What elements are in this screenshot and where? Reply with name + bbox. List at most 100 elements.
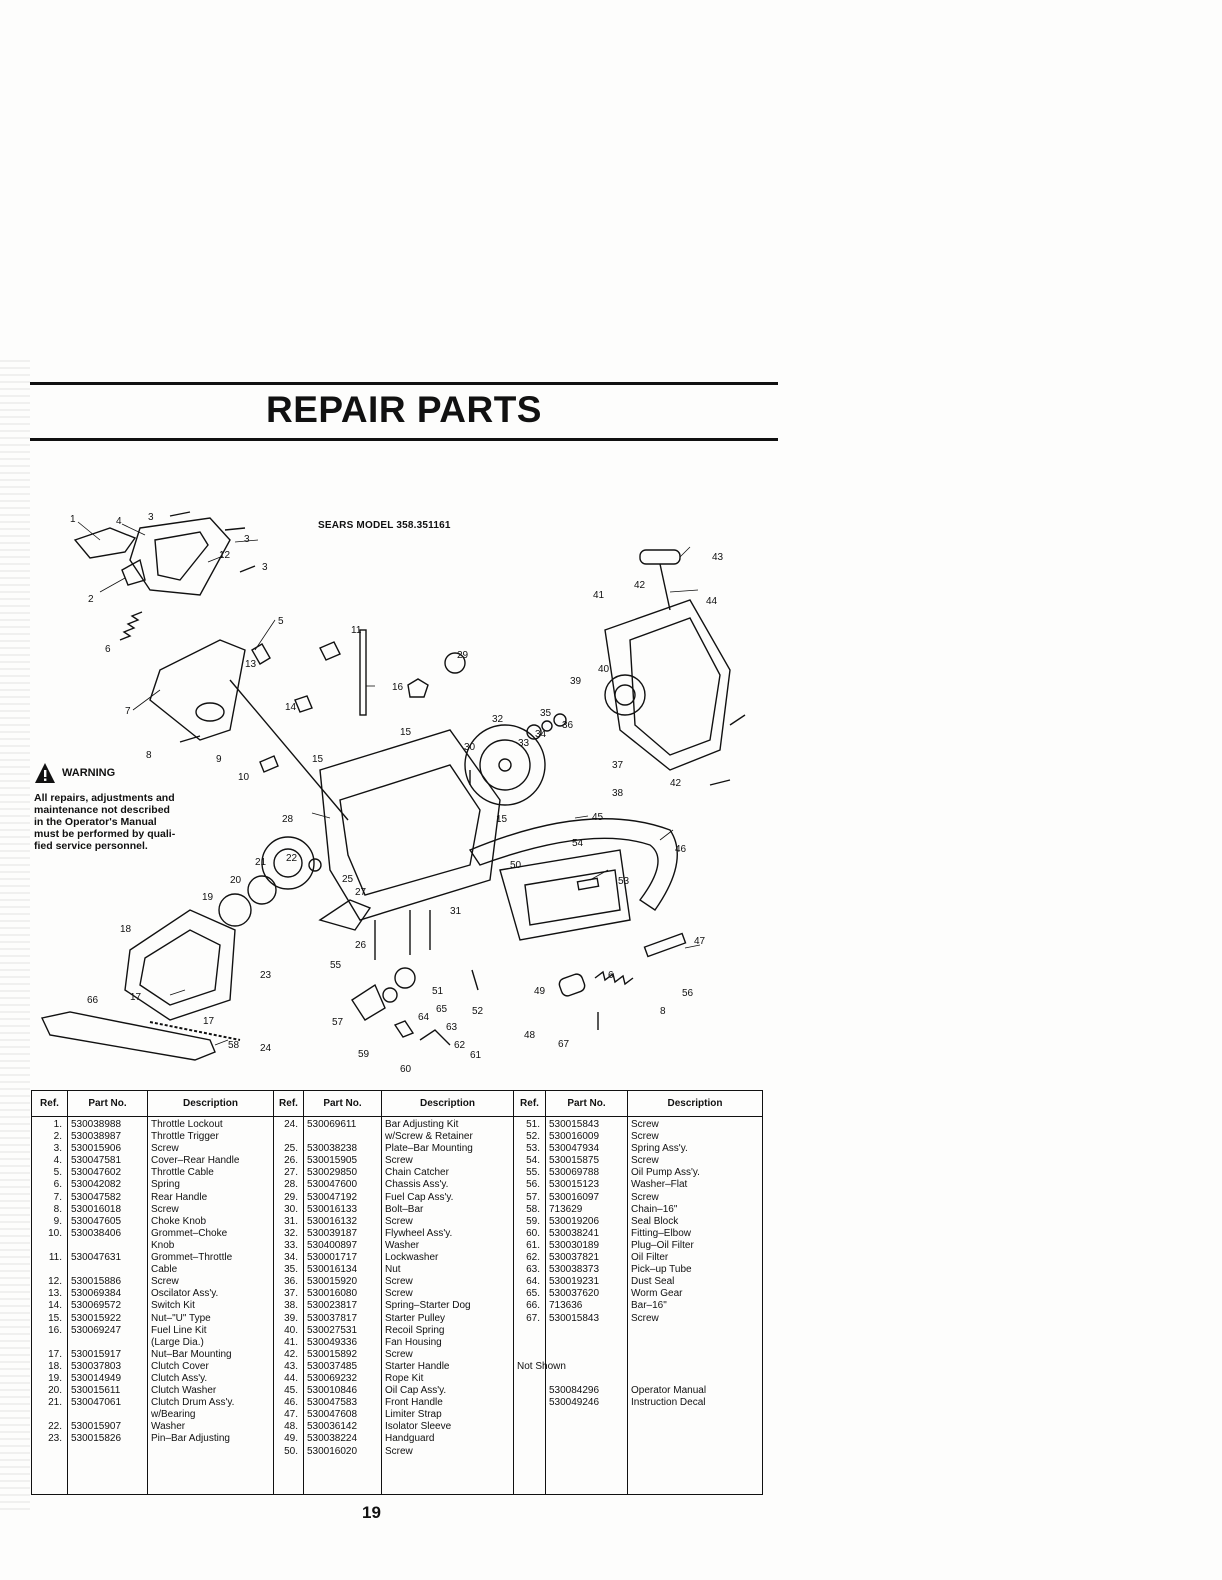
table-cell-line: Oil Pump Ass'y. (631, 1167, 700, 1179)
callout-14: 14 (285, 702, 297, 713)
table-cell-line: Screw (385, 1276, 413, 1288)
table-cell-line: 530015917 (71, 1348, 122, 1360)
table-cell-line: 530016080 (307, 1288, 358, 1300)
table-cell-line: 60. (526, 1227, 540, 1239)
table-cell-line: 12. (48, 1276, 62, 1288)
callout-41: 41 (593, 590, 605, 601)
table-cell-line: 530047192 (307, 1191, 358, 1203)
table-cell-line: 530038406 (71, 1227, 122, 1239)
table-cell-line (35, 1337, 64, 1349)
table-cell-line: 530038224 (307, 1433, 358, 1445)
callout-8: 8 (146, 750, 152, 761)
table-cell-line: 19. (48, 1372, 62, 1384)
table-cell-line: Screw (631, 1119, 659, 1130)
table-cell-line: Bar–16" (631, 1300, 667, 1312)
table-cell-line: 44. (284, 1372, 298, 1384)
not-shown-desc: Operator Manual (631, 1385, 707, 1397)
table-cell-line: 530049336 (307, 1336, 358, 1348)
table-cell-line: Starter Handle (385, 1360, 450, 1372)
header-description: Description (381, 1090, 514, 1117)
choke-knob (259, 755, 279, 773)
table-cell-line (35, 1409, 64, 1421)
table-cell-line: 67. (526, 1312, 540, 1324)
table-cell-line: 15. (48, 1312, 62, 1324)
callout-19: 19 (202, 892, 214, 903)
clutch-cover (124, 909, 236, 1021)
table-cell-line: 20. (48, 1385, 62, 1397)
table-cell-line: 23. (48, 1433, 62, 1445)
callout-13: 13 (245, 659, 257, 670)
table-cell-line: 28. (284, 1179, 298, 1191)
table-cell-line: 530047934 (549, 1143, 600, 1155)
callout-30: 30 (464, 742, 476, 753)
page-number: 19 (362, 1503, 381, 1522)
callout-23: 23 (260, 970, 272, 981)
table-cell-line: 530019231 (549, 1276, 600, 1288)
table-cell-line: Chain–16" (631, 1203, 678, 1215)
table-cell-line: 3. (53, 1143, 62, 1155)
table-cell-line: 57. (526, 1191, 540, 1203)
table-cell-line: 30. (284, 1203, 298, 1215)
table-cell-line: Washer (385, 1239, 420, 1251)
table-cell-line: 530015886 (71, 1276, 122, 1288)
table-cell-line: Clutch Drum Ass'y. (151, 1397, 235, 1409)
plate-bar-mounting (318, 899, 372, 931)
table-cell-line: Spring Ass'y. (631, 1143, 688, 1155)
table-cell-line: Screw (385, 1288, 413, 1300)
table-cell-line: 530015892 (307, 1348, 358, 1360)
table-cell-line: 713636 (549, 1300, 583, 1312)
table-cell-line: 31. (284, 1215, 298, 1227)
table-cell-line: Screw (385, 1155, 413, 1167)
washer-33 (526, 724, 542, 740)
callout-40: 40 (598, 664, 610, 675)
table-cell-line: 17. (48, 1348, 62, 1360)
table-cell-line: Screw (631, 1312, 659, 1324)
table-cell-line: Worm Gear (631, 1288, 683, 1300)
table-cell-line: 16. (48, 1324, 62, 1336)
table-cell-line: Plug–Oil Filter (631, 1239, 694, 1251)
table-cell-line: Chain Catcher (385, 1167, 449, 1179)
table-cell-line: 530016020 (307, 1445, 358, 1457)
callout-59: 59 (358, 1049, 370, 1060)
header-ref: Ref. (513, 1090, 546, 1117)
table-cell-line: 530019206 (549, 1215, 600, 1227)
limiter-strap (643, 932, 687, 958)
table-cell-line: Screw (631, 1131, 659, 1143)
table-cell-line: Screw (385, 1348, 413, 1360)
callout-16: 16 (392, 682, 404, 693)
callout-28: 28 (282, 814, 294, 825)
table-cell-line: Screw (151, 1143, 179, 1155)
callout-3a: 3 (148, 512, 154, 523)
table-cell-line: Pick–up Tube (631, 1264, 692, 1276)
clutch-washer (247, 875, 277, 905)
table-cell-line: 29. (284, 1191, 298, 1203)
table-cell-line: 530030189 (549, 1239, 600, 1251)
table-cell-line (71, 1337, 144, 1349)
oscilator-13 (251, 643, 271, 665)
callout-36: 36 (562, 720, 574, 731)
callout-18: 18 (120, 924, 132, 935)
table-cell-line: Bolt–Bar (385, 1203, 424, 1215)
table-cell-line: 11. (48, 1252, 62, 1264)
throttle-trigger (121, 558, 146, 586)
callout-20: 20 (230, 875, 242, 886)
table-cell-line: 530016009 (549, 1131, 600, 1143)
table-cell-line: Handguard (385, 1433, 435, 1445)
fan-housing (604, 599, 731, 771)
warning-line: in the Operator's Manual (34, 816, 157, 828)
callout-53: 53 (618, 876, 630, 887)
table-cell-line: 46. (284, 1397, 298, 1409)
fuel-cap (444, 652, 466, 674)
table-cell-line: 56. (526, 1179, 540, 1191)
warning-line: fied service personnel. (34, 840, 148, 852)
table-cell-line: 45. (284, 1385, 298, 1397)
table-cell-line: Pin–Bar Adjusting (151, 1433, 230, 1445)
screw-8 (179, 735, 201, 743)
table-cell-line: Flywheel Ass'y. (385, 1227, 453, 1239)
screw-3c (239, 565, 256, 573)
callout-38: 38 (612, 788, 624, 799)
callout-29: 29 (457, 650, 469, 661)
warning-heading: WARNING (34, 762, 226, 784)
